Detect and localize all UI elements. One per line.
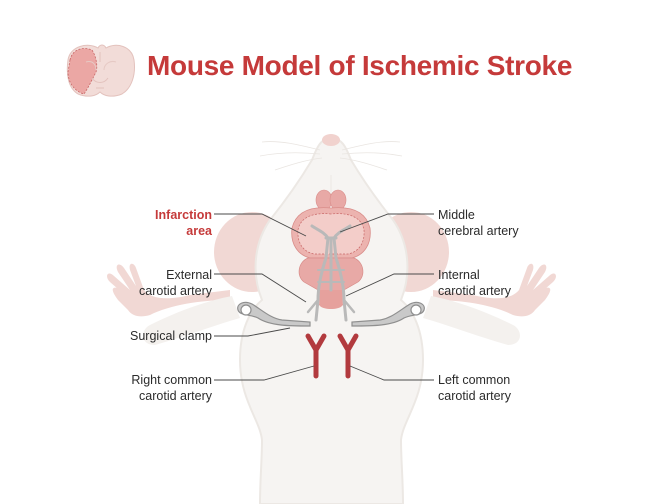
- label-infarction-area: Infarction area: [155, 207, 212, 239]
- label-line: carotid artery: [139, 284, 212, 298]
- surgical-clamp-right: [351, 301, 425, 327]
- mouse-body: [107, 134, 556, 504]
- label-line: Left common: [438, 373, 511, 387]
- label-right-common-carotid: Right common carotid artery: [131, 372, 212, 404]
- common-carotid-arteries: [305, 333, 359, 379]
- label-middle-cerebral-artery: Middle cerebral artery: [438, 207, 519, 239]
- page-title: Mouse Model of Ischemic Stroke: [147, 50, 573, 81]
- label-line: carotid artery: [438, 284, 511, 298]
- label-line: Surgical clamp: [130, 329, 212, 343]
- label-line: carotid artery: [438, 389, 511, 403]
- label-line: cerebral artery: [438, 224, 519, 238]
- label-left-common-carotid: Left common carotid artery: [438, 372, 511, 404]
- leader-lines: [214, 213, 434, 381]
- cerebral-vessels: [306, 224, 356, 322]
- label-external-carotid: External carotid artery: [139, 267, 212, 299]
- label-internal-carotid: Internal carotid artery: [438, 267, 511, 299]
- label-line: Infarction: [155, 208, 212, 222]
- label-line: carotid artery: [139, 389, 212, 403]
- label-line: Middle: [438, 208, 475, 222]
- brain-coronal-section-icon: [66, 44, 135, 97]
- label-line: Internal: [438, 268, 480, 282]
- surgical-clamp-left: [237, 301, 311, 327]
- label-line: External: [166, 268, 212, 282]
- label-line: Right common: [131, 373, 212, 387]
- label-surgical-clamp: Surgical clamp: [130, 328, 212, 344]
- label-line: area: [186, 224, 212, 238]
